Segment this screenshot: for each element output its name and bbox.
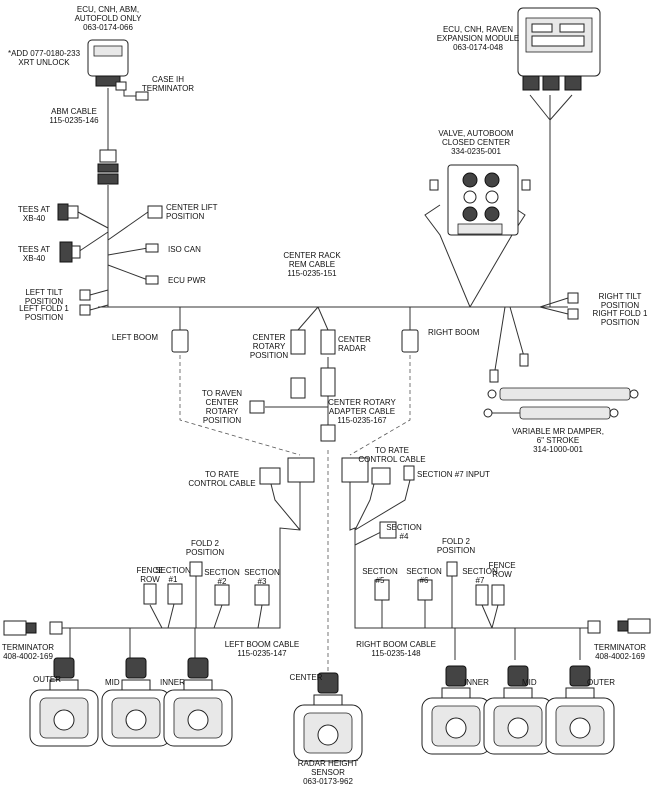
ultrasonic-sensor <box>421 665 491 755</box>
label-inner-l: INNER <box>160 678 185 687</box>
label-section5: SECTION#5 <box>362 567 398 585</box>
ultrasonic-sensor <box>29 657 99 747</box>
center-rotary-connector <box>290 329 306 355</box>
right-section-connectors <box>374 561 505 606</box>
abm-cable-connector <box>97 149 119 185</box>
rate-control-right <box>341 457 415 485</box>
autoboom-valve <box>429 164 531 236</box>
case-ih-terminator <box>115 81 149 101</box>
label-mid-l: MID <box>105 678 120 687</box>
tee-connectors <box>57 203 81 263</box>
left-tilt-fold-connectors <box>79 289 91 316</box>
terminator-left <box>3 620 63 636</box>
label-section4: SECTION#4 <box>386 523 422 541</box>
right-boom-connector <box>401 329 419 353</box>
label-center-s: CENTER <box>290 673 323 682</box>
label-section2: SECTION#2 <box>204 568 240 586</box>
label-outer-r: OUTER <box>587 678 615 687</box>
ultrasonic-sensor <box>293 672 363 762</box>
ultrasonic-sensor <box>101 657 171 747</box>
label-right-boom: RIGHT BOOM <box>428 328 480 337</box>
ecu-pwr-connector <box>145 275 159 285</box>
center-radar-connector <box>320 329 336 355</box>
ultrasonic-sensor <box>483 665 553 755</box>
ultrasonic-sensor <box>545 665 615 755</box>
ultrasonic-sensor <box>163 657 233 747</box>
mr-damper <box>483 353 639 420</box>
left-boom-connector <box>171 329 189 353</box>
left-section-connectors <box>143 561 270 606</box>
terminator-right <box>587 618 651 634</box>
label-section1: SECTION#1 <box>155 566 191 584</box>
iso-can-connector <box>145 243 159 253</box>
ultrasonic-sensors <box>29 657 615 762</box>
expansion-module <box>517 7 601 91</box>
rate-control-left <box>259 457 315 485</box>
ecu-cnh-abm <box>87 39 129 87</box>
section4-connector <box>379 521 397 539</box>
label-ecu-pwr: ECU PWR <box>168 276 206 285</box>
rotary-adapter-cable <box>249 367 336 442</box>
label-inner-r: INNER <box>464 678 489 687</box>
right-tilt-fold-connectors <box>567 292 579 320</box>
label-section7-input: SECTION #7 INPUT <box>417 470 490 479</box>
label-section7: SECTION#7 <box>462 567 498 585</box>
label-mid-r: MID <box>522 678 537 687</box>
label-section6: SECTION#6 <box>406 567 442 585</box>
label-section3: SECTION#3 <box>244 568 280 586</box>
center-lift-connector <box>147 205 163 219</box>
label-left-boom: LEFT BOOM <box>112 333 158 342</box>
label-iso-can: ISO CAN <box>168 245 201 254</box>
label-outer-l: OUTER <box>33 675 61 684</box>
